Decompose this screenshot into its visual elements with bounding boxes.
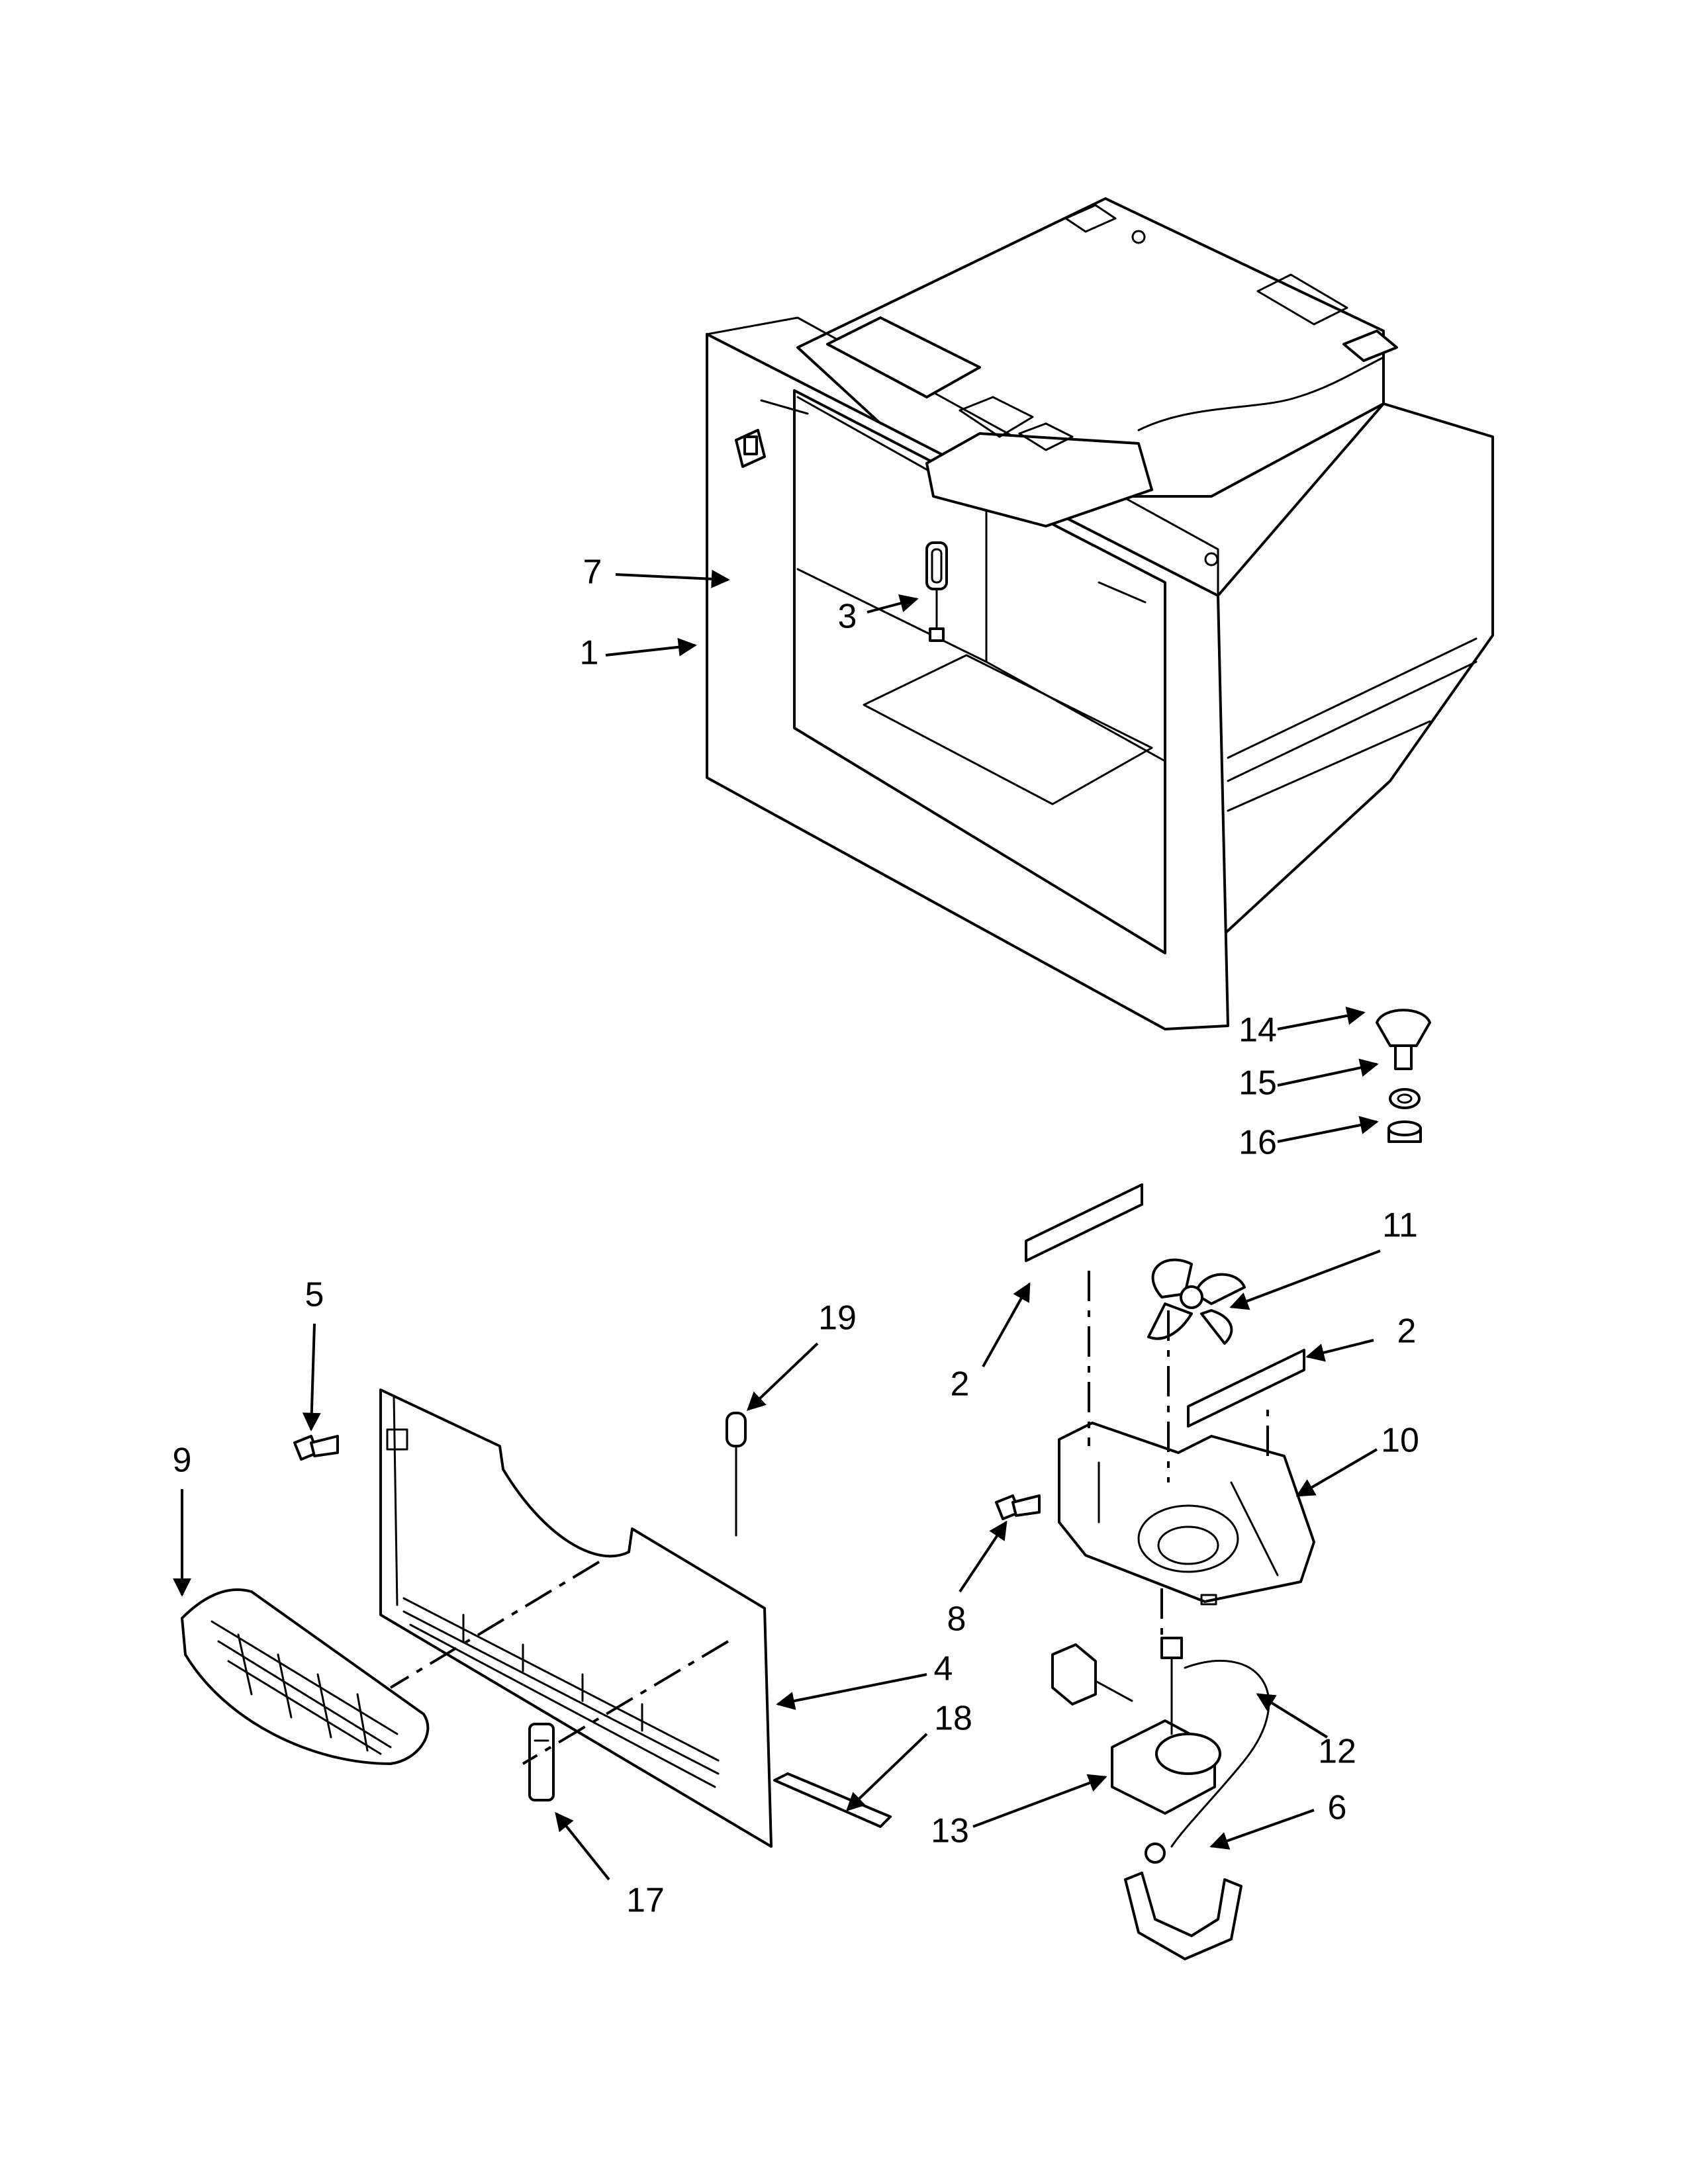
callout-16: 16 bbox=[1239, 1124, 1277, 1162]
fan-blade-part bbox=[1147, 1258, 1246, 1345]
callout-18: 18 bbox=[934, 1700, 972, 1738]
callout-2-lower: 2 bbox=[1397, 1312, 1417, 1351]
alignment-lines bbox=[389, 1271, 1269, 1765]
callout-1: 1 bbox=[580, 634, 599, 672]
callout-7: 7 bbox=[583, 553, 602, 592]
foam-strip-upper-part bbox=[1025, 1183, 1143, 1262]
evaporator-cover-part bbox=[379, 1388, 773, 1848]
seal-strip-part bbox=[773, 1772, 892, 1828]
callout-17: 17 bbox=[626, 1882, 665, 1920]
callout-12: 12 bbox=[1318, 1733, 1356, 1771]
grille-part bbox=[181, 1588, 430, 1765]
leader-arrows bbox=[173, 569, 1381, 1881]
callout-5: 5 bbox=[305, 1276, 324, 1314]
foam-strip-lower-part bbox=[1187, 1349, 1305, 1428]
callout-6: 6 bbox=[1328, 1789, 1347, 1827]
lamp-socket-part bbox=[925, 541, 948, 642]
callout-3: 3 bbox=[838, 598, 857, 636]
screw-part-5 bbox=[293, 1435, 339, 1461]
callout-8: 8 bbox=[947, 1600, 966, 1639]
thermistor-part bbox=[726, 1412, 747, 1537]
callout-4: 4 bbox=[934, 1650, 953, 1688]
callout-15: 15 bbox=[1239, 1064, 1277, 1103]
callout-11: 11 bbox=[1382, 1206, 1418, 1245]
callout-labels: 7 1 3 14 15 16 11 2 2 10 5 9 19 8 4 18 1… bbox=[173, 553, 1419, 1920]
callout-14: 14 bbox=[1239, 1011, 1277, 1050]
light-switch-part bbox=[735, 429, 766, 468]
callout-13: 13 bbox=[931, 1812, 969, 1850]
callout-9: 9 bbox=[173, 1441, 192, 1480]
callout-2-upper: 2 bbox=[951, 1365, 970, 1404]
screw-part-8 bbox=[995, 1494, 1041, 1520]
fan-motor-part bbox=[1051, 1637, 1270, 1848]
callout-19: 19 bbox=[818, 1299, 857, 1338]
grommet-stack-part bbox=[1376, 1009, 1431, 1143]
freezer-liner-part bbox=[706, 197, 1494, 1030]
fan-housing-part bbox=[1058, 1422, 1315, 1606]
motor-bracket-part bbox=[1124, 1843, 1243, 1960]
clip-part bbox=[528, 1723, 555, 1801]
callout-10: 10 bbox=[1381, 1422, 1419, 1460]
